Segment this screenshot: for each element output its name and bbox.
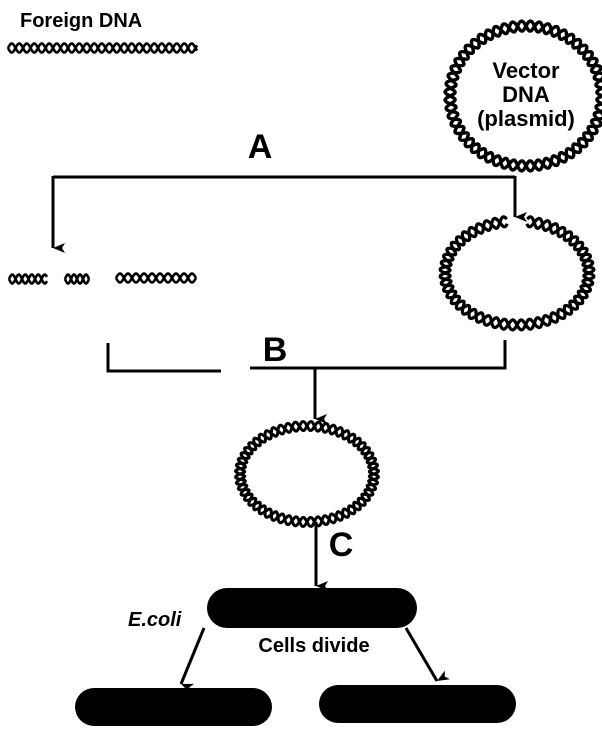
dna-strand-b bbox=[234, 420, 380, 528]
dna-strand-b bbox=[7, 273, 49, 285]
step-b-label: B bbox=[263, 331, 288, 369]
cut-plasmid bbox=[438, 215, 596, 332]
step-a-label: A bbox=[248, 128, 273, 166]
vector-label-line2: DNA bbox=[502, 82, 550, 107]
divide-left-arrow bbox=[179, 627, 206, 694]
step-c-label: C bbox=[329, 526, 354, 564]
foreign-dna-label: Foreign DNA bbox=[20, 10, 142, 32]
dna-fragment-1 bbox=[7, 273, 49, 285]
ecoli-daughter-cell-right bbox=[319, 685, 516, 723]
dna-fragment-2 bbox=[63, 272, 91, 286]
divide-right-arrow bbox=[404, 627, 450, 682]
dna-strand-b bbox=[443, 19, 602, 173]
foreign-dna-strand bbox=[6, 42, 199, 54]
ecoli-parent-cell bbox=[207, 588, 417, 628]
ecoli-daughter-cell-left bbox=[75, 688, 272, 726]
vector-label-line1: Vector bbox=[492, 58, 560, 83]
cells-divide-label: Cells divide bbox=[258, 635, 369, 657]
vector-label-line3: (plasmid) bbox=[477, 106, 575, 131]
step-b-right-bracket bbox=[250, 340, 507, 370]
ecoli-label: E.coli bbox=[128, 609, 182, 631]
recombinant-plasmid bbox=[234, 420, 380, 528]
vector-plasmid bbox=[443, 19, 602, 173]
step-b-left-bracket bbox=[106, 343, 221, 373]
dna-strand-b bbox=[438, 215, 596, 332]
dna-strand-b bbox=[6, 42, 199, 54]
dna-strand-b bbox=[114, 272, 198, 284]
dna-strand-b bbox=[63, 272, 91, 286]
dna-fragment-3 bbox=[114, 272, 198, 284]
